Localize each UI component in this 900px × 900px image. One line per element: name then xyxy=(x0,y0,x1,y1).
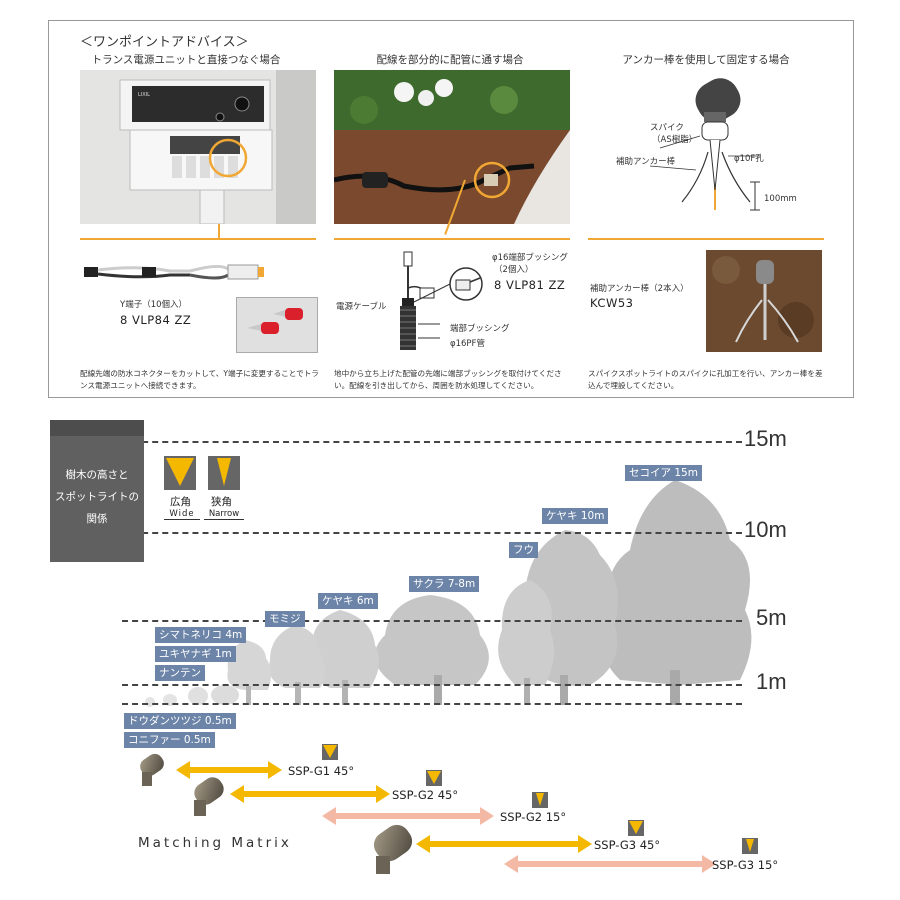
tree-tag-yukiyanagi: ユキヤナギ 1m xyxy=(155,646,236,662)
light-label-g2-15: SSP-G2 15° xyxy=(500,810,567,824)
y-terminal-photo xyxy=(236,297,318,353)
wide-beam-icon xyxy=(164,456,196,490)
matching-matrix-title: Matching Matrix xyxy=(138,835,292,851)
light-label-g2-45: SSP-G2 45° xyxy=(392,788,459,802)
pipe-label: φ16PF管 xyxy=(450,339,485,349)
legend-narrow-jp: 狭角 xyxy=(211,496,232,508)
end-bushing-label: 端部ブッシング xyxy=(450,324,510,334)
legend-wide-en: Wide xyxy=(164,509,200,520)
ground-line xyxy=(122,703,742,705)
legend-title-line-2: スポットライトの xyxy=(55,491,139,503)
height-label-1m: 1m xyxy=(756,669,787,694)
bushing-code: 8 VLP81 ZZ xyxy=(494,278,566,292)
anchor-label: 補助アンカー棒 xyxy=(616,157,676,167)
conduit-photo xyxy=(334,70,570,224)
badge-narrow-g3 xyxy=(742,838,758,854)
spotlight-g1-icon xyxy=(140,753,164,786)
height-label-15m: 15m xyxy=(744,426,787,451)
legend-panel: 樹木の高さと スポットライトの 関係 xyxy=(50,420,144,562)
col3-title: アンカー棒を使用して固定する場合 xyxy=(622,54,790,66)
arrow-g1-45 xyxy=(176,761,282,779)
anchor-spike-illustration xyxy=(649,78,760,211)
transformer-photo: LIXIL xyxy=(80,70,316,224)
legend-title-line-3: 関係 xyxy=(86,513,108,525)
spotlight-g2-icon xyxy=(194,777,224,816)
legend-narrow-en: Narrow xyxy=(204,509,244,520)
photo-brand-text: LIXIL xyxy=(138,92,150,98)
arrow-g2-45 xyxy=(230,785,390,803)
tree-tag-dodantsutsuji: ドウダンツツジ 0.5m xyxy=(124,713,236,729)
col3-description: スパイクスポットライトのスパイクに孔加工を行い、アンカー棒を差込んで埋設してくだ… xyxy=(588,369,823,390)
tree-tag-shimatoneriko: シマトネリコ 4m xyxy=(155,627,247,643)
height-line-15m xyxy=(122,441,742,443)
bushing-label-2: （2個入） xyxy=(494,265,534,275)
badge-narrow-g2 xyxy=(532,792,548,808)
tree-tag-momiji: モミジ xyxy=(265,611,305,627)
tree-silhouettes xyxy=(145,480,752,707)
col1-divider xyxy=(80,238,316,240)
advice-header: ＜ワンポイントアドバイス＞ xyxy=(80,35,249,50)
height-label-10m: 10m xyxy=(744,517,787,542)
arrow-g3-15 xyxy=(504,855,716,873)
height-line-5m xyxy=(122,620,742,622)
col3-divider xyxy=(588,238,824,240)
badge-wide-g1 xyxy=(322,744,338,760)
col2-description: 地中から立ち上げた配管の先端に端部ブッシングを取付けてください。配線を引き出して… xyxy=(334,369,562,390)
arrow-g3-45 xyxy=(416,835,592,853)
advice-panel xyxy=(48,20,854,398)
legend-wide-jp: 広角 xyxy=(170,496,191,508)
anchor-part-name: 補助アンカー棒（2本入） xyxy=(590,284,689,294)
col2-divider xyxy=(334,238,570,240)
depth-label: 100mm xyxy=(764,194,797,204)
bushing-label-1: φ16端部ブッシング xyxy=(492,253,568,263)
hole-label: φ10F孔 xyxy=(734,154,764,164)
narrow-beam-icon xyxy=(208,456,240,490)
spike-label-2: （AS樹脂） xyxy=(652,135,698,145)
badge-wide-g3 xyxy=(628,820,644,836)
height-line-1m xyxy=(122,684,742,686)
matching-matrix-graphic xyxy=(140,744,758,874)
col1-title: トランス電源ユニットと直接つなぐ場合 xyxy=(91,54,281,66)
legend-title-line-1: 樹木の高さと xyxy=(65,469,129,481)
y-terminal-cable-illustration xyxy=(84,264,264,280)
anchor-installed-photo xyxy=(706,250,822,352)
height-line-10m xyxy=(122,532,742,534)
tree-tag-keyaki-10m: ケヤキ 10m xyxy=(542,508,609,524)
tree-tag-fuu: フウ xyxy=(509,542,538,558)
light-label-g1-45: SSP-G1 45° xyxy=(288,764,355,778)
arrow-g2-15 xyxy=(322,807,494,825)
tree-tag-keyaki-6m: ケヤキ 6m xyxy=(318,593,378,609)
height-label-5m: 5m xyxy=(756,605,787,630)
light-label-g3-15: SSP-G3 15° xyxy=(712,858,779,872)
tree-tag-conifer: コニファー 0.5m xyxy=(124,732,215,748)
tree-tag-sakura: サクラ 7-8m xyxy=(409,576,480,592)
cable-label: 電源ケーブル xyxy=(336,302,387,312)
y-terminal-code: 8 VLP84 ZZ xyxy=(120,313,192,327)
tree-tag-sequoia: セコイア 15m xyxy=(625,465,702,481)
conduit-bushing-illustration xyxy=(400,251,483,350)
col1-description: 配線先端の防水コネクターをカットして、Y端子に変更することでトランス電源ユニット… xyxy=(80,369,319,390)
badge-wide-g2 xyxy=(426,770,442,786)
y-terminal-name: Y端子（10個入） xyxy=(120,300,188,310)
col2-title: 配線を部分的に配管に通す場合 xyxy=(376,54,524,66)
spotlight-g3-icon xyxy=(373,824,413,874)
spike-label-1: スパイク xyxy=(650,123,684,133)
light-label-g3-45: SSP-G3 45° xyxy=(594,838,661,852)
tree-tag-nanten: ナンテン xyxy=(155,665,205,681)
anchor-part-code: KCW53 xyxy=(590,296,634,310)
